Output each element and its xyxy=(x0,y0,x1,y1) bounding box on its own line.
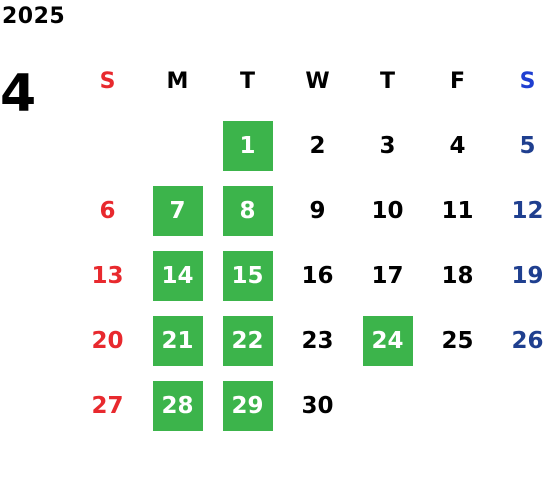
day-cell: 11 xyxy=(420,167,490,232)
date-number: 19 xyxy=(511,263,544,289)
date-number: 17 xyxy=(371,263,404,289)
weekday-header: T xyxy=(239,68,255,94)
day-cell xyxy=(140,102,210,167)
highlighted-date: 22 xyxy=(222,316,273,366)
day-cell xyxy=(70,102,140,167)
date-number: 27 xyxy=(91,393,124,419)
highlighted-date: 8 xyxy=(222,186,273,236)
highlighted-date: 28 xyxy=(152,381,203,431)
day-cell: 7 xyxy=(140,167,210,236)
date-number: 11 xyxy=(441,198,474,224)
day-cell: 26 xyxy=(490,297,548,362)
date-number: 26 xyxy=(511,328,544,354)
day-cell: 3 xyxy=(350,102,420,167)
date-number: 30 xyxy=(301,393,334,419)
day-cell: 23 xyxy=(280,297,350,362)
day-cell: 19 xyxy=(490,232,548,297)
day-cell: 2 xyxy=(280,102,350,167)
day-cell: 22 xyxy=(210,297,280,366)
date-number: 13 xyxy=(91,263,124,289)
date-number: 25 xyxy=(441,328,474,354)
day-cell: 16 xyxy=(280,232,350,297)
weekday-header: M xyxy=(166,68,189,94)
day-cell: 25 xyxy=(420,297,490,362)
day-cell: 4 xyxy=(420,102,490,167)
highlighted-date: 7 xyxy=(152,186,203,236)
weekday-header: S xyxy=(99,68,116,94)
day-cell: 12 xyxy=(490,167,548,232)
day-cell xyxy=(350,362,420,427)
day-cell: 13 xyxy=(70,232,140,297)
day-cell: 24 xyxy=(350,297,420,366)
date-number: 23 xyxy=(301,328,334,354)
calendar-month: 4 xyxy=(0,64,37,124)
date-number: 6 xyxy=(99,198,116,224)
day-cell: 1 xyxy=(210,102,280,171)
date-number: 4 xyxy=(449,133,466,159)
day-cell: 28 xyxy=(140,362,210,431)
highlighted-date: 29 xyxy=(222,381,273,431)
date-number: 2 xyxy=(309,133,326,159)
date-number: 9 xyxy=(309,198,326,224)
day-cell: 5 xyxy=(490,102,548,167)
day-cell: 10 xyxy=(350,167,420,232)
highlighted-date: 1 xyxy=(222,121,273,171)
day-cell: 17 xyxy=(350,232,420,297)
day-cell xyxy=(490,362,548,427)
date-number: 12 xyxy=(511,198,544,224)
day-cell: 9 xyxy=(280,167,350,232)
day-cell: 14 xyxy=(140,232,210,301)
date-number: 5 xyxy=(519,133,536,159)
date-number: 20 xyxy=(91,328,124,354)
weekday-header: F xyxy=(449,68,466,94)
date-number: 3 xyxy=(379,133,396,159)
day-cell: 27 xyxy=(70,362,140,427)
day-cell: 30 xyxy=(280,362,350,427)
weekday-header: W xyxy=(305,68,330,94)
day-cell: 21 xyxy=(140,297,210,366)
day-cell: 20 xyxy=(70,297,140,362)
date-number: 16 xyxy=(301,263,334,289)
day-cell: 18 xyxy=(420,232,490,297)
highlighted-date: 21 xyxy=(152,316,203,366)
calendar-year: 2025 xyxy=(2,4,66,29)
date-number: 18 xyxy=(441,263,474,289)
highlighted-date: 15 xyxy=(222,251,273,301)
weekday-header: T xyxy=(379,68,395,94)
highlighted-date: 14 xyxy=(152,251,203,301)
weekday-header: S xyxy=(519,68,536,94)
day-cell: 15 xyxy=(210,232,280,301)
day-cell: 29 xyxy=(210,362,280,431)
date-number: 10 xyxy=(371,198,404,224)
day-cell: 8 xyxy=(210,167,280,236)
highlighted-date: 24 xyxy=(362,316,413,366)
day-cell: 6 xyxy=(70,167,140,232)
day-cell xyxy=(420,362,490,427)
